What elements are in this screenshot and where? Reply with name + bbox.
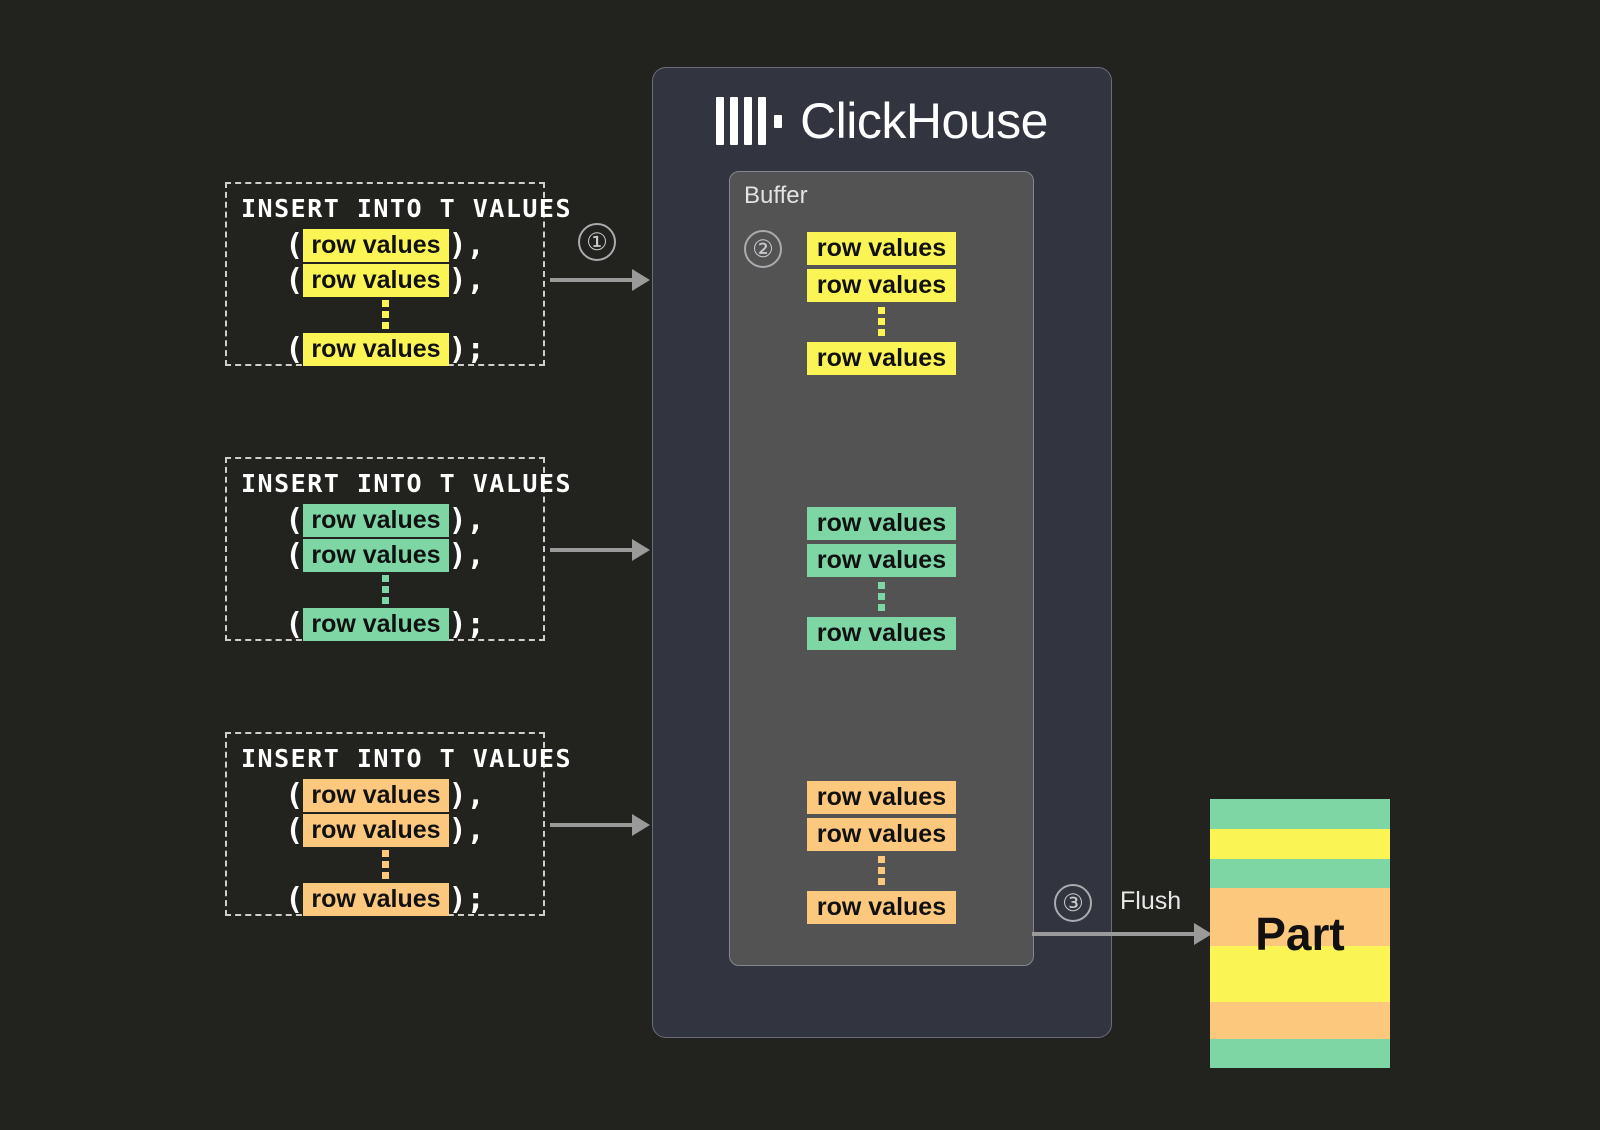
- row-values-chip: row values: [303, 883, 449, 916]
- insert-header-1: INSERT INTO T VALUES: [241, 194, 573, 223]
- part-stripe: [1210, 799, 1390, 829]
- clickhouse-title-row: ClickHouse: [653, 96, 1111, 146]
- insert-row: ( row values );: [241, 333, 529, 366]
- close-paren: ),: [448, 537, 485, 573]
- insert-row: ( row values );: [241, 883, 529, 916]
- close-paren: ),: [448, 227, 485, 263]
- row-values-chip: row values: [303, 333, 449, 366]
- buffer-label: Buffer: [744, 182, 808, 209]
- insert-row: ( row values ),: [241, 229, 529, 262]
- step-marker-1: ①: [578, 223, 616, 261]
- insert-row: ( row values ),: [241, 779, 529, 812]
- close-paren: ),: [448, 812, 485, 848]
- flush-label: Flush: [1120, 887, 1182, 915]
- open-paren: (: [285, 537, 304, 573]
- insert-header-2: INSERT INTO T VALUES: [241, 469, 573, 498]
- row-values-chip: row values: [303, 229, 449, 262]
- clickhouse-logo-icon: [716, 97, 783, 145]
- part-stripe: [1210, 1001, 1390, 1040]
- part-stripe: [1210, 888, 1390, 947]
- buffer-row: row values: [806, 269, 957, 302]
- row-values-chip: row values: [303, 504, 449, 537]
- arrow-insert-2: [550, 539, 650, 561]
- part-stripe: [1210, 946, 1390, 1002]
- part-stripe: [1210, 1039, 1390, 1068]
- close-paren: );: [448, 331, 485, 367]
- row-values-chip: row values: [303, 264, 449, 297]
- clickhouse-title: ClickHouse: [800, 93, 1048, 149]
- insert-statement-box-1: INSERT INTO T VALUES ( row values ), ( r…: [225, 182, 573, 366]
- close-paren: ),: [448, 502, 485, 538]
- vertical-ellipsis-icon: [878, 307, 885, 336]
- vertical-ellipsis-icon: [241, 850, 529, 879]
- open-paren: (: [285, 812, 304, 848]
- part-block: Part: [1210, 799, 1390, 1068]
- open-paren: (: [285, 606, 304, 642]
- buffer-row: row values: [806, 891, 957, 924]
- step-marker-3: ③: [1054, 884, 1092, 922]
- row-values-chip: row values: [303, 539, 449, 572]
- insert-row: ( row values ),: [241, 504, 529, 537]
- arrow-flush: [1032, 923, 1212, 945]
- open-paren: (: [285, 227, 304, 263]
- buffer-row: row values: [806, 507, 957, 540]
- part-stripe: [1210, 858, 1390, 889]
- arrow-insert-3: [550, 814, 650, 836]
- row-values-chip: row values: [303, 814, 449, 847]
- insert-row: ( row values );: [241, 608, 529, 641]
- buffer-row: row values: [806, 342, 957, 375]
- close-paren: ),: [448, 777, 485, 813]
- clickhouse-panel: ClickHouse Buffer row values row values …: [652, 67, 1112, 1038]
- vertical-ellipsis-icon: [878, 856, 885, 885]
- buffer-group-yellow: row values row values row values: [730, 230, 1033, 377]
- insert-row: ( row values ),: [241, 264, 529, 297]
- insert-statement-box-3: INSERT INTO T VALUES ( row values ), ( r…: [225, 732, 573, 916]
- open-paren: (: [285, 502, 304, 538]
- arrow-insert-1: [550, 269, 650, 291]
- close-paren: ),: [448, 262, 485, 298]
- vertical-ellipsis-icon: [241, 300, 529, 329]
- row-values-chip: row values: [303, 608, 449, 641]
- buffer-box: Buffer row values row values row values …: [729, 171, 1034, 966]
- buffer-row: row values: [806, 818, 957, 851]
- close-paren: );: [448, 606, 485, 642]
- buffer-group-orange: row values row values row values: [730, 779, 1033, 926]
- buffer-row: row values: [806, 544, 957, 577]
- insert-header-3: INSERT INTO T VALUES: [241, 744, 573, 773]
- row-values-chip: row values: [303, 779, 449, 812]
- buffer-row: row values: [806, 232, 957, 265]
- close-paren: );: [448, 881, 485, 917]
- insert-row: ( row values ),: [241, 814, 529, 847]
- buffer-row: row values: [806, 617, 957, 650]
- part-stripe: [1210, 828, 1390, 859]
- open-paren: (: [285, 777, 304, 813]
- buffer-row: row values: [806, 781, 957, 814]
- vertical-ellipsis-icon: [878, 582, 885, 611]
- step-marker-2: ②: [744, 230, 782, 268]
- insert-statement-box-2: INSERT INTO T VALUES ( row values ), ( r…: [225, 457, 573, 641]
- open-paren: (: [285, 262, 304, 298]
- buffer-group-green: row values row values row values: [730, 505, 1033, 652]
- open-paren: (: [285, 331, 304, 367]
- insert-row: ( row values ),: [241, 539, 529, 572]
- open-paren: (: [285, 881, 304, 917]
- vertical-ellipsis-icon: [241, 575, 529, 604]
